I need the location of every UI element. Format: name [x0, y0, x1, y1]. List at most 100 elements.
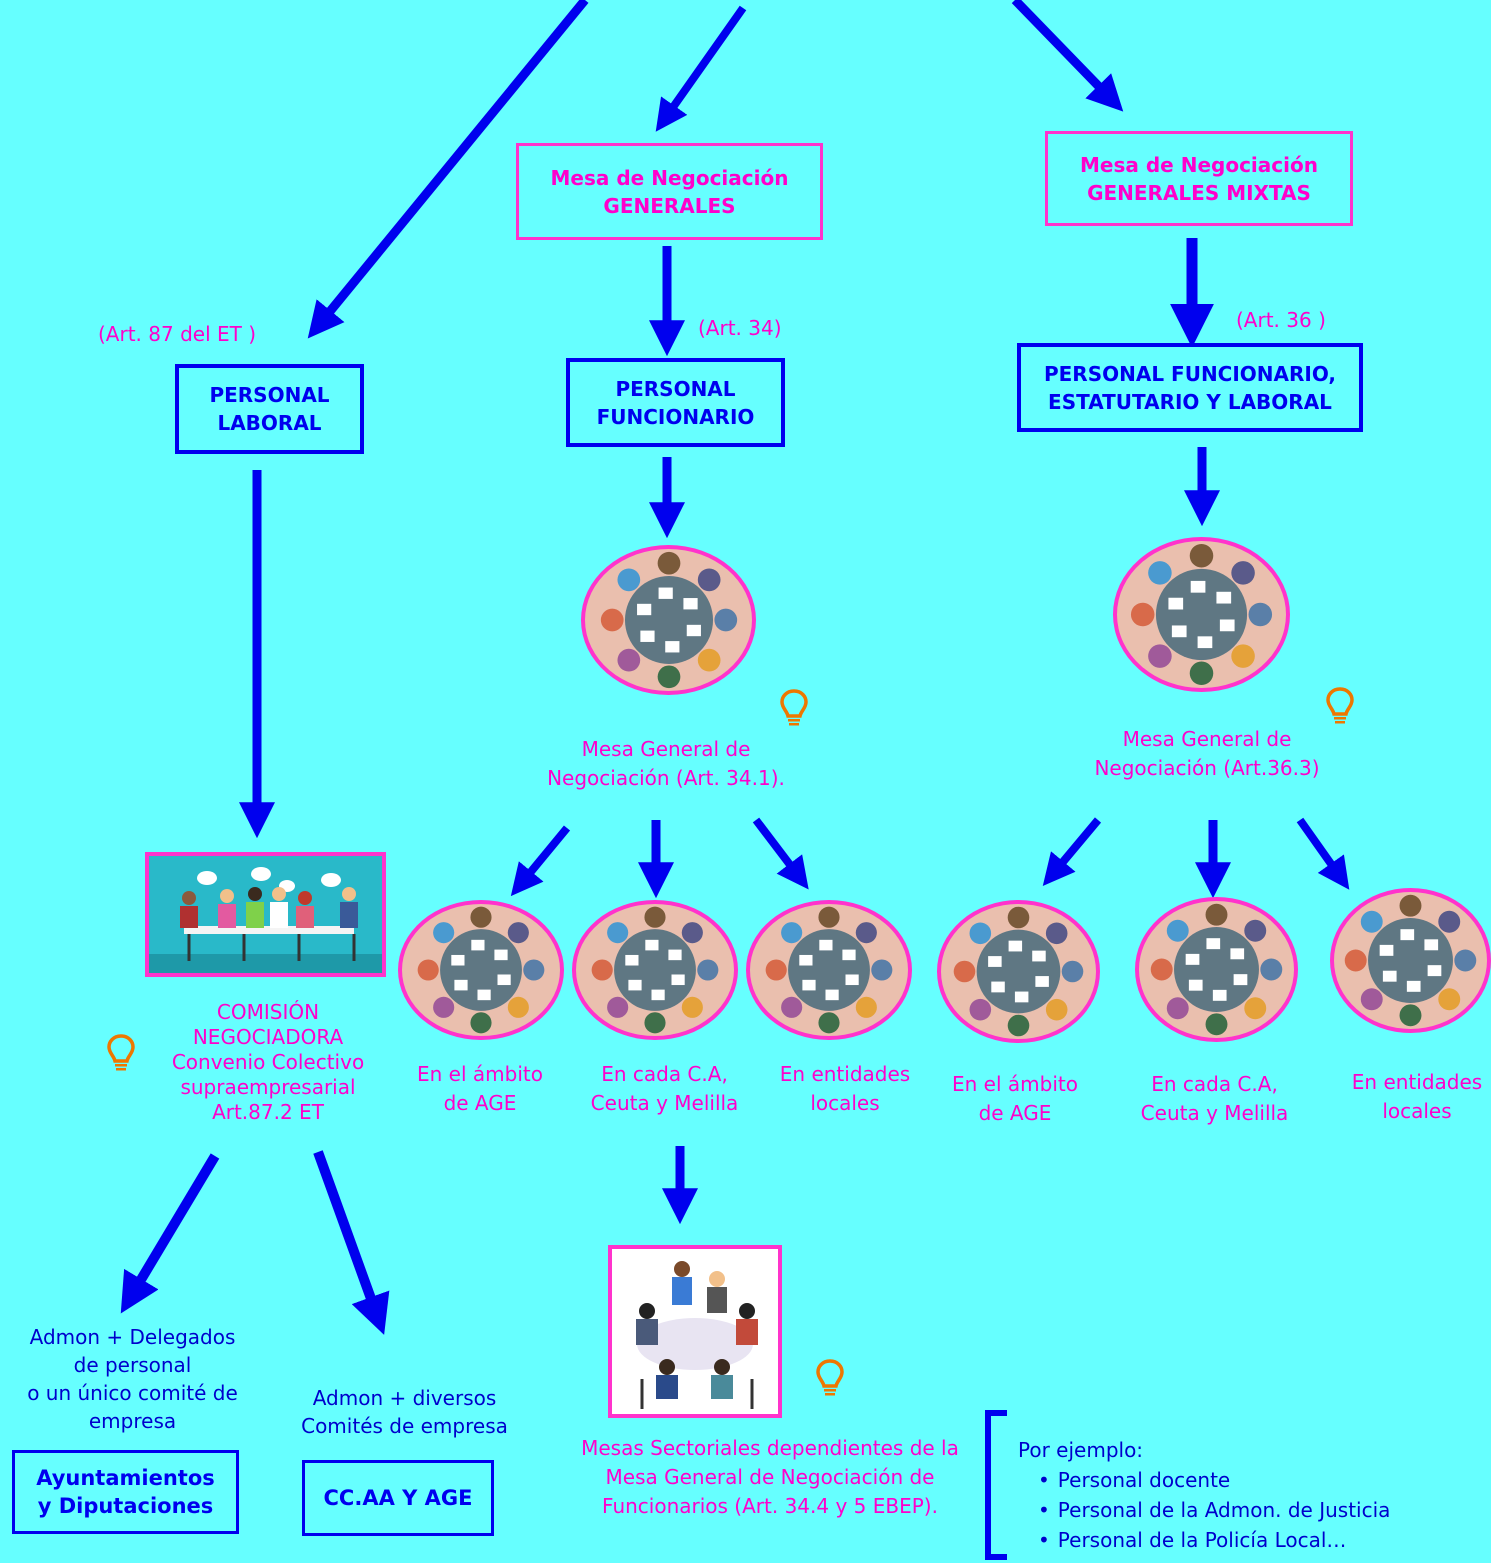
- ccaa-age-box: CC.AA Y AGE: [302, 1460, 494, 1536]
- arrow-right-age: [1042, 817, 1102, 887]
- ccaa-age-label: CC.AA Y AGE: [323, 1486, 473, 1510]
- caption-line: Negociación (Art.36.3): [1094, 756, 1320, 780]
- lightbulb-icon: [780, 689, 808, 726]
- comision-caption: COMISIÓN NEGOCIADORA Convenio Colectivo …: [148, 1000, 388, 1125]
- round-table-meeting-icon: [572, 900, 738, 1040]
- caption-line: Mesa General de: [1122, 727, 1292, 751]
- caption-line: supraempresarial: [180, 1075, 356, 1099]
- caption-line: COMISIÓN: [216, 1000, 320, 1024]
- caption-line: de AGE: [443, 1091, 517, 1115]
- caption-line: Art.87.2 ET: [212, 1100, 324, 1124]
- caption-line: empresa: [88, 1409, 177, 1433]
- caption-line: de AGE: [978, 1101, 1052, 1125]
- caption-line: En entidades: [1351, 1070, 1483, 1094]
- caption-line: locales: [1382, 1099, 1452, 1123]
- examples-list: Por ejemplo: Personal docente Personal d…: [1018, 1435, 1390, 1555]
- mesa-general-36-caption: Mesa General de Negociación (Art.36.3): [1062, 725, 1352, 783]
- left-ca-caption: En cada C.A, Ceuta y Melilla: [572, 1060, 757, 1118]
- art-87-label: (Art. 87 del ET ): [98, 322, 256, 346]
- lightbulb-icon: [1326, 687, 1354, 724]
- round-table-graphic: [953, 906, 1084, 1037]
- personal-laboral-line1: PERSONAL: [209, 383, 330, 407]
- caption-line: Comités de empresa: [301, 1414, 508, 1438]
- personal-mixto-box: PERSONAL FUNCIONARIO, ESTATUTARIO Y LABO…: [1017, 343, 1363, 432]
- round-table-meeting-icon: [1135, 897, 1298, 1042]
- sectoral-meeting-illustration: [612, 1249, 778, 1414]
- example-item: Personal de la Policía Local…: [1038, 1525, 1390, 1555]
- round-table-meeting-icon: [581, 545, 756, 695]
- arrow-comision-left: [120, 1153, 220, 1314]
- caption-line: Ceuta y Melilla: [590, 1091, 739, 1115]
- right-age-caption: En el ámbito de AGE: [935, 1070, 1095, 1128]
- caption-line: Admon + diversos: [312, 1386, 497, 1410]
- mesa-generales-line1: Mesa de Negociación: [550, 165, 789, 190]
- caption-line: En el ámbito: [952, 1072, 1078, 1096]
- arrow-left-locales: [752, 817, 809, 890]
- round-table-meeting-icon: [398, 900, 564, 1040]
- caption-line: NEGOCIADORA: [192, 1025, 344, 1049]
- round-table-graphic: [1150, 903, 1283, 1036]
- round-table-graphic: [591, 906, 719, 1034]
- personal-mixto-line1: PERSONAL FUNCIONARIO,: [1043, 361, 1337, 386]
- right-locales-caption: En entidades locales: [1342, 1068, 1491, 1126]
- round-table-meeting-icon: [937, 900, 1100, 1043]
- arrow-comision-right: [313, 1150, 390, 1335]
- art-36-label: (Art. 36 ): [1236, 308, 1326, 332]
- arrow-right-locales: [1296, 817, 1350, 890]
- mesa-generales-line2: GENERALES: [603, 193, 736, 218]
- admon-diversos-caption: Admon + diversos Comités de empresa: [282, 1384, 527, 1440]
- examples-title: Por ejemplo:: [1018, 1438, 1144, 1462]
- round-table-graphic: [765, 906, 893, 1034]
- arrow-to-mesa-generales: [655, 5, 747, 132]
- personal-laboral-box: PERSONAL LABORAL: [175, 364, 364, 454]
- caption-line: Mesas Sectoriales dependientes de la: [581, 1436, 959, 1460]
- lightbulb-icon: [107, 1034, 135, 1071]
- meeting-photo-icon: [608, 1245, 782, 1418]
- caption-line: locales: [810, 1091, 880, 1115]
- example-item: Personal docente: [1038, 1465, 1390, 1495]
- round-table-meeting-icon: [1113, 537, 1290, 692]
- caption-line: Ceuta y Melilla: [1140, 1101, 1289, 1125]
- art-34-label: (Art. 34): [698, 316, 782, 340]
- caption-line: de personal: [73, 1353, 192, 1377]
- caption-line: En entidades: [779, 1062, 911, 1086]
- arrow-left-age: [510, 825, 571, 897]
- left-locales-caption: En entidades locales: [760, 1060, 930, 1118]
- lightbulb-icon: [816, 1359, 844, 1396]
- meeting-photo-icon: [145, 852, 386, 977]
- personal-funcionario-line1: PERSONAL: [615, 376, 736, 401]
- round-table-graphic: [1130, 543, 1273, 686]
- meeting-illustration: [149, 856, 382, 973]
- caption-line: Mesa General de Negociación de: [605, 1465, 935, 1489]
- round-table-meeting-icon: [746, 900, 912, 1040]
- caption-line: Convenio Colectivo: [171, 1050, 365, 1074]
- ayuntamientos-line1: Ayuntamientos: [36, 1466, 215, 1490]
- round-table-graphic: [1344, 894, 1477, 1027]
- personal-funcionario-box: PERSONAL FUNCIONARIO: [566, 358, 785, 447]
- caption-line: Negociación (Art. 34.1).: [547, 766, 785, 790]
- ayuntamientos-box: Ayuntamientos y Diputaciones: [12, 1450, 239, 1534]
- left-age-caption: En el ámbito de AGE: [400, 1060, 560, 1118]
- mesa-generales-box: Mesa de Negociación GENERALES: [516, 143, 823, 240]
- caption-line: Mesa General de: [581, 737, 751, 761]
- caption-line: En el ámbito: [417, 1062, 543, 1086]
- personal-mixto-line2: ESTATUTARIO Y LABORAL: [1048, 389, 1332, 414]
- mesa-mixtas-line2: GENERALES MIXTAS: [1087, 180, 1311, 205]
- round-table-meeting-icon: [1330, 888, 1491, 1033]
- mesa-generales-mixtas-box: Mesa de Negociación GENERALES MIXTAS: [1045, 131, 1353, 226]
- caption-line: En cada C.A,: [1151, 1072, 1278, 1096]
- arrow-to-personal-laboral: [307, 0, 589, 339]
- round-table-graphic: [417, 906, 545, 1034]
- caption-line: Admon + Delegados: [29, 1325, 236, 1349]
- mesa-mixtas-line1: Mesa de Negociación: [1080, 152, 1318, 177]
- example-item: Personal de la Admon. de Justicia: [1038, 1495, 1391, 1525]
- sectoriales-caption: Mesas Sectoriales dependientes de la Mes…: [555, 1434, 985, 1521]
- right-ca-caption: En cada C.A, Ceuta y Melilla: [1122, 1070, 1307, 1128]
- caption-line: o un único comité de: [27, 1381, 238, 1405]
- round-table-graphic: [600, 551, 737, 689]
- examples-bracket: [985, 1410, 1007, 1560]
- personal-laboral-line2: LABORAL: [217, 411, 322, 435]
- personal-funcionario-line2: FUNCIONARIO: [596, 404, 755, 429]
- caption-line: En cada C.A,: [601, 1062, 728, 1086]
